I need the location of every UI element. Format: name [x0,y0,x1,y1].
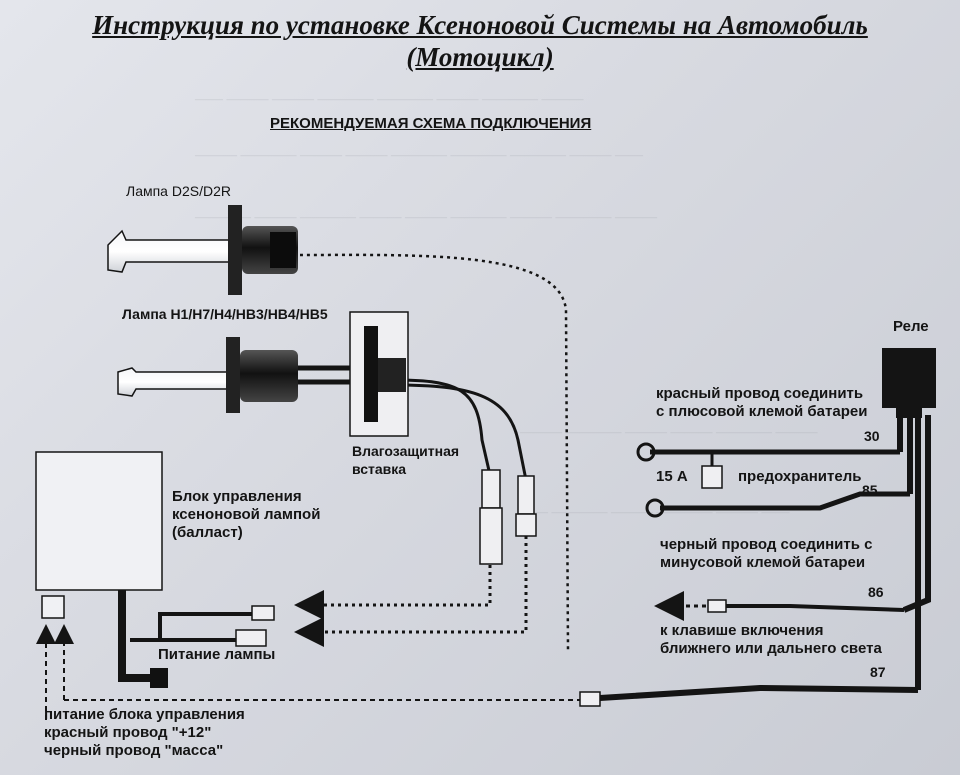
ballast-label-1: Блок управления [172,488,302,505]
red-wire-label-1: красный провод соединить [656,385,864,402]
bulb-icon [117,337,298,413]
connector-icon [251,605,275,621]
bulb-icon [107,205,298,295]
pin-85-label: 85 [862,482,878,498]
connector-icon [479,469,537,565]
connector-icon [707,599,727,613]
ring-terminal-icon [636,442,656,462]
pin-86-label: 86 [868,584,884,600]
page-title: Инструкция по установке Ксеноновой Систе… [92,10,868,40]
lamp-d2s-label: Лампа D2S/D2R [126,183,231,199]
pin-30-label: 30 [864,428,880,444]
switch-label-2: ближнего или дальнего света [660,640,882,657]
fuse-label: предохранитель [738,468,862,485]
pin-87-label: 87 [870,664,886,680]
connector-icon [235,629,267,647]
relay-label: Реле [893,318,929,335]
ctrl-power-label-3: черный провод "масса" [44,742,224,759]
ballast-box [35,451,163,591]
red-wire-label-2: с плюсовой клемой батареи [656,403,868,420]
relay-icon [882,348,936,418]
ctrl-power-label-1: питание блока управления [44,706,245,723]
ballast-label-3: (балласт) [172,524,243,541]
ring-terminal-icon [645,498,665,518]
ballast-label-2: ксеноновой лампой [172,506,321,523]
connector-icon [579,691,601,707]
insert-label-1: Влагозащитная [352,443,460,459]
fuse-icon [701,465,723,489]
black-wire-label-1: черный провод соединить с [660,536,873,553]
diagram-subtitle: РЕКОМЕНДУЕМАЯ СХЕМА ПОДКЛЮЧЕНИЯ [270,115,592,132]
black-wire-label-2: минусовой клемой батареи [660,554,866,571]
lamp-power-label: Питание лампы [158,646,276,663]
switch-label-1: к клавише включения [660,622,824,639]
lamp-h1-label: Лампа H1/H7/H4/HB3/HB4/HB5 [122,306,328,322]
fuse-amp-label: 15 А [656,468,688,485]
page-title-line2: (Мотоцикл) [406,42,554,72]
waterproof-insert [349,311,409,437]
insert-label-2: вставка [352,461,407,477]
ctrl-power-label-2: красный провод "+12" [44,724,212,741]
